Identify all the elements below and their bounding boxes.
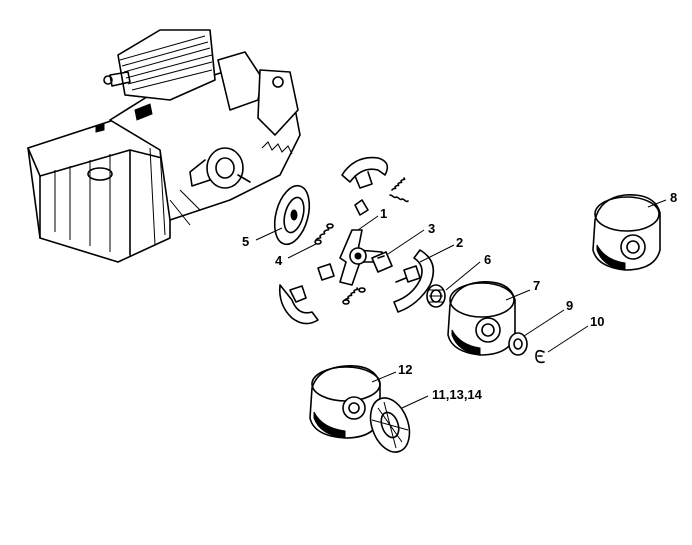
part-6-needle-bearing — [426, 284, 446, 308]
part-11-13-14-rim-sprocket — [369, 397, 411, 453]
part-4-spring — [314, 223, 334, 245]
clutch-spring-lower — [342, 287, 366, 305]
engine-crankcase — [27, 29, 301, 263]
callout-7: 7 — [533, 278, 540, 293]
part-5-cover-disc — [273, 184, 311, 246]
part-1-clutch-carrier — [339, 199, 383, 286]
callout-5: 5 — [242, 234, 249, 249]
callout-6: 6 — [484, 252, 491, 267]
part-7-clutch-drum — [447, 281, 516, 356]
callout-2: 2 — [456, 235, 463, 250]
callout-8: 8 — [670, 190, 677, 205]
leader-lines — [255, 199, 667, 409]
part-9-washer — [508, 332, 528, 356]
clutch-shoe-lower — [278, 284, 319, 325]
part-10-e-clip — [535, 349, 545, 364]
part-3-shoe-block — [317, 251, 393, 281]
part-2-clutch-shoe — [393, 249, 435, 313]
clutch-spring-upper — [389, 177, 409, 203]
part-8-clutch-drum-alt — [592, 194, 661, 271]
callout-1: 1 — [380, 206, 387, 221]
callout-labels: 5 4 1 3 2 6 7 8 9 10 12 11,13,14 — [242, 190, 677, 402]
callout-10: 10 — [590, 314, 604, 329]
clutch-shoe-upper — [341, 156, 389, 189]
callout-9: 9 — [566, 298, 573, 313]
callout-12: 12 — [398, 362, 412, 377]
callout-3: 3 — [428, 221, 435, 236]
callout-4: 4 — [275, 253, 283, 268]
callout-11-13-14: 11,13,14 — [432, 387, 483, 402]
part-12-rim-drum — [309, 365, 381, 439]
